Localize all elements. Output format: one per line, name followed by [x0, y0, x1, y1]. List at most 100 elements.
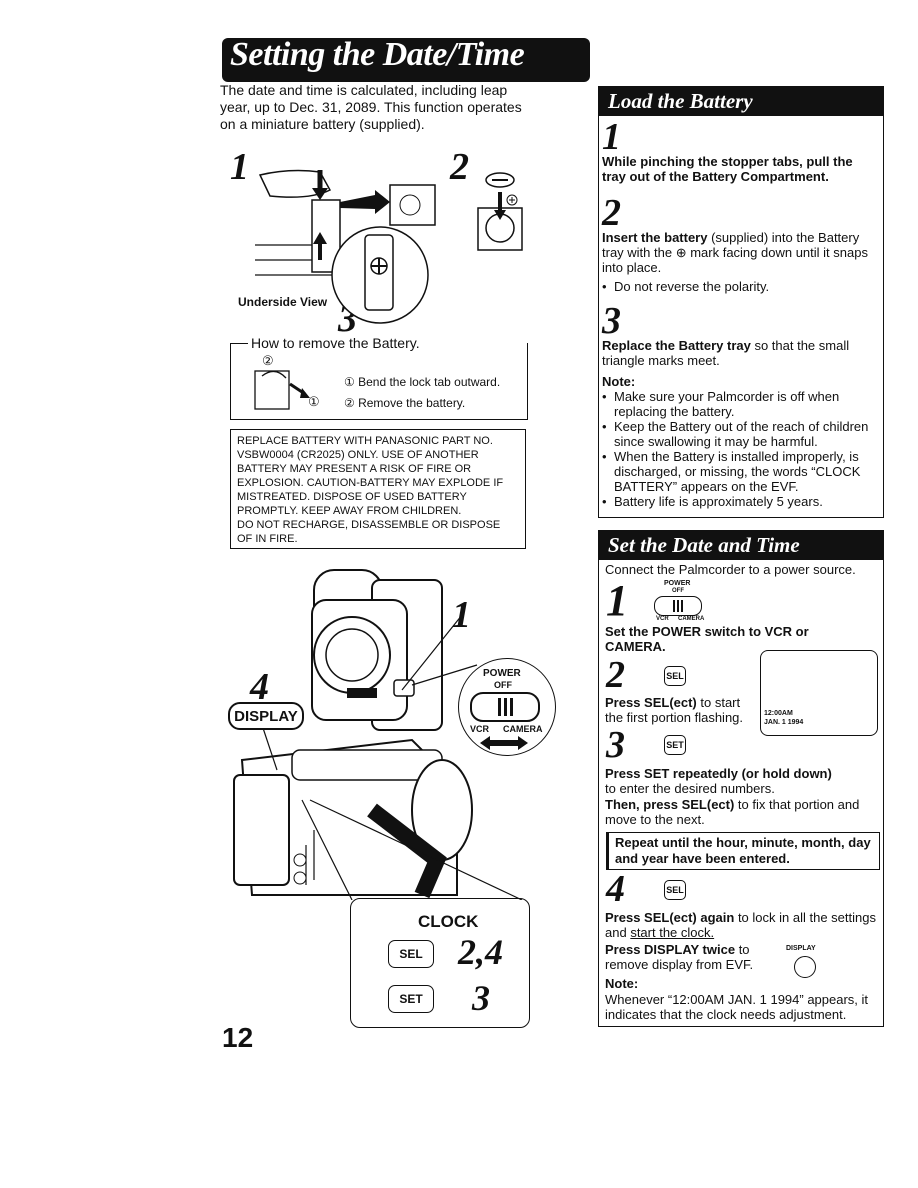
- sel-steps: 2,4: [458, 932, 503, 972]
- set-step-3-text: to enter the desired numbers.: [605, 781, 775, 796]
- switch-ridge: [497, 698, 501, 716]
- display-btn-label: DISPLAY: [786, 945, 816, 952]
- load-note-item: Battery life is approximately 5 years.: [602, 494, 880, 509]
- battery-step-2: 2: [450, 146, 469, 188]
- display-button-icon: [794, 956, 816, 978]
- warning-line: OF IN FIRE.: [237, 533, 298, 545]
- load-battery-header: Load the Battery: [598, 86, 884, 116]
- camcorder-illustration: [233, 569, 523, 900]
- warning-line: VSBW0004 (CR2025) ONLY. USE OF ANOTHER: [237, 449, 479, 461]
- switch-ridge: [673, 600, 675, 612]
- set-step-2-text: to start the first portion flashing.: [605, 695, 744, 725]
- load-step-3-bold: Replace the Battery tray: [602, 338, 751, 353]
- intro-text: The date and time is calculated, includi…: [220, 82, 522, 132]
- warning-line: BATTERY MAY PRESENT A RISK OF FIRE OR: [237, 463, 472, 475]
- set-button-icon: SET: [664, 735, 686, 755]
- howto-box: [230, 343, 528, 420]
- mini-vcr-label: VCR: [656, 616, 669, 622]
- set-step-3-then-bold: Then, press SEL(ect): [605, 797, 735, 812]
- load-step-3-num: 3: [602, 300, 621, 342]
- page-title: Setting the Date/Time: [230, 36, 525, 73]
- off-label: OFF: [494, 680, 512, 690]
- warning-line: MISTREATED. DISPOSE OF USED BATTERY: [237, 491, 467, 503]
- set-step-3-num: 3: [606, 724, 625, 766]
- display-bold: Press DISPLAY twice: [605, 942, 736, 957]
- set-step-2: Press SEL(ect) to start the first portio…: [605, 695, 757, 725]
- set-note-text: Whenever “12:00AM JAN. 1 1994” appears, …: [605, 992, 869, 1022]
- display-button[interactable]: DISPLAY: [228, 702, 304, 730]
- load-note-item: When the Battery is installed improperly…: [602, 449, 880, 494]
- load-step-3-text: so that the small triangle marks meet.: [602, 338, 850, 368]
- display-instruction: Press DISPLAY twice to remove display fr…: [605, 942, 785, 972]
- load-step-3: Replace the Battery tray so that the sma…: [602, 338, 880, 368]
- mini-power-label: POWER: [664, 580, 691, 587]
- display-text: to remove display from EVF.: [605, 942, 754, 972]
- sel-button-icon: SEL: [664, 880, 686, 900]
- set-date-intro: Connect the Palmcorder to a power source…: [605, 562, 856, 577]
- load-step-2-num: 2: [602, 192, 621, 234]
- howto-num-1: ①: [308, 394, 320, 409]
- battery-step-1: 1: [230, 146, 249, 188]
- howto-step-2: ② Remove the battery.: [344, 396, 466, 410]
- set-step-4: Press SEL(ect) again to lock in all the …: [605, 910, 877, 940]
- clock-label: CLOCK: [418, 912, 479, 931]
- set-step-4-bold: Press SEL(ect) again: [605, 910, 735, 925]
- load-battery-content: 1 While pinching the stopper tabs, pull …: [598, 118, 884, 509]
- mini-off-label: OFF: [672, 588, 684, 594]
- evf-date: JAN. 1 1994: [764, 719, 804, 726]
- vcr-label: VCR: [470, 724, 490, 734]
- switch-ridge: [681, 600, 683, 612]
- load-step-2: Insert the battery (supplied) into the B…: [602, 230, 880, 275]
- set-step-3-then: Then, press SEL(ect) to fix that portion…: [605, 797, 877, 827]
- set-step-4-underline: start the clock.: [630, 925, 715, 940]
- switch-ridge: [509, 698, 513, 716]
- battery-warning: REPLACE BATTERY WITH PANASONIC PART NO. …: [230, 429, 526, 549]
- set-step-3: Press SET repeatedly (or hold down) to e…: [605, 766, 877, 827]
- set-note-label: Note:: [605, 976, 639, 991]
- set-step-2-bold: Press SEL(ect): [605, 695, 697, 710]
- howto-num-2: ②: [262, 353, 274, 368]
- battery-removal-illustration: [254, 370, 310, 410]
- set-date-panel: [598, 530, 884, 1027]
- underside-view-label: Underside View: [238, 295, 328, 309]
- camera-step-4: 4: [250, 666, 269, 708]
- clock-buttons-box: [350, 898, 530, 1028]
- set-step-4-text: to lock in all the settings and: [605, 910, 876, 940]
- warning-line: EXPLOSION. CAUTION-BATTERY MAY EXPLODE I…: [237, 477, 504, 489]
- warning-line: PROMPTLY. KEEP AWAY FROM CHILDREN.: [237, 505, 462, 517]
- switch-ridge: [503, 698, 507, 716]
- set-step-1-text: Set the POWER switch to VCR or CAMERA.: [605, 624, 809, 654]
- set-step-3-then-text: to fix that portion and move to the next…: [605, 797, 860, 827]
- page-number: 12: [222, 1022, 254, 1053]
- warning-line: DO NOT RECHARGE, DISASSEMBLE OR DISPOSE: [237, 519, 501, 531]
- load-step-2-bullet: Do not reverse the polarity.: [602, 279, 880, 294]
- set-date-header: Set the Date and Time: [598, 530, 884, 560]
- set-button[interactable]: SET: [388, 985, 434, 1013]
- howto-step-1: ① Bend the lock tab outward.: [344, 375, 501, 389]
- power-switch[interactable]: [470, 692, 540, 722]
- howto-line: [230, 343, 248, 344]
- mini-power-switch: [654, 596, 702, 616]
- camera-step-1: 1: [452, 594, 471, 636]
- evf-screen: [760, 650, 878, 736]
- double-arrow-icon: [480, 736, 528, 750]
- set-steps: 3: [472, 978, 490, 1018]
- title-bar: [222, 38, 590, 82]
- load-step-2-bold: Insert the battery: [602, 230, 708, 245]
- sel-button[interactable]: SEL: [388, 940, 434, 968]
- sel-button-icon: SEL: [664, 666, 686, 686]
- power-label: POWER: [483, 668, 521, 679]
- set-step-2-num: 2: [606, 654, 625, 696]
- howto-title: How to remove the Battery.: [248, 335, 423, 351]
- set-step-3-bold: Press SET repeatedly (or hold down): [605, 766, 832, 781]
- set-step-4-num: 4: [606, 868, 625, 910]
- load-note-item: Make sure your Palmcorder is off when re…: [602, 389, 880, 419]
- load-note-item: Keep the Battery out of the reach of chi…: [602, 419, 880, 449]
- evf-time: 12:00AM: [764, 710, 793, 717]
- load-note-label: Note:: [602, 374, 636, 389]
- mini-camera-label: CAMERA: [678, 616, 705, 622]
- warning-line: REPLACE BATTERY WITH PANASONIC PART NO.: [237, 435, 493, 447]
- switch-ridge: [677, 600, 679, 612]
- set-step-1-num: 1: [606, 576, 628, 625]
- camera-label: CAMERA: [503, 724, 543, 734]
